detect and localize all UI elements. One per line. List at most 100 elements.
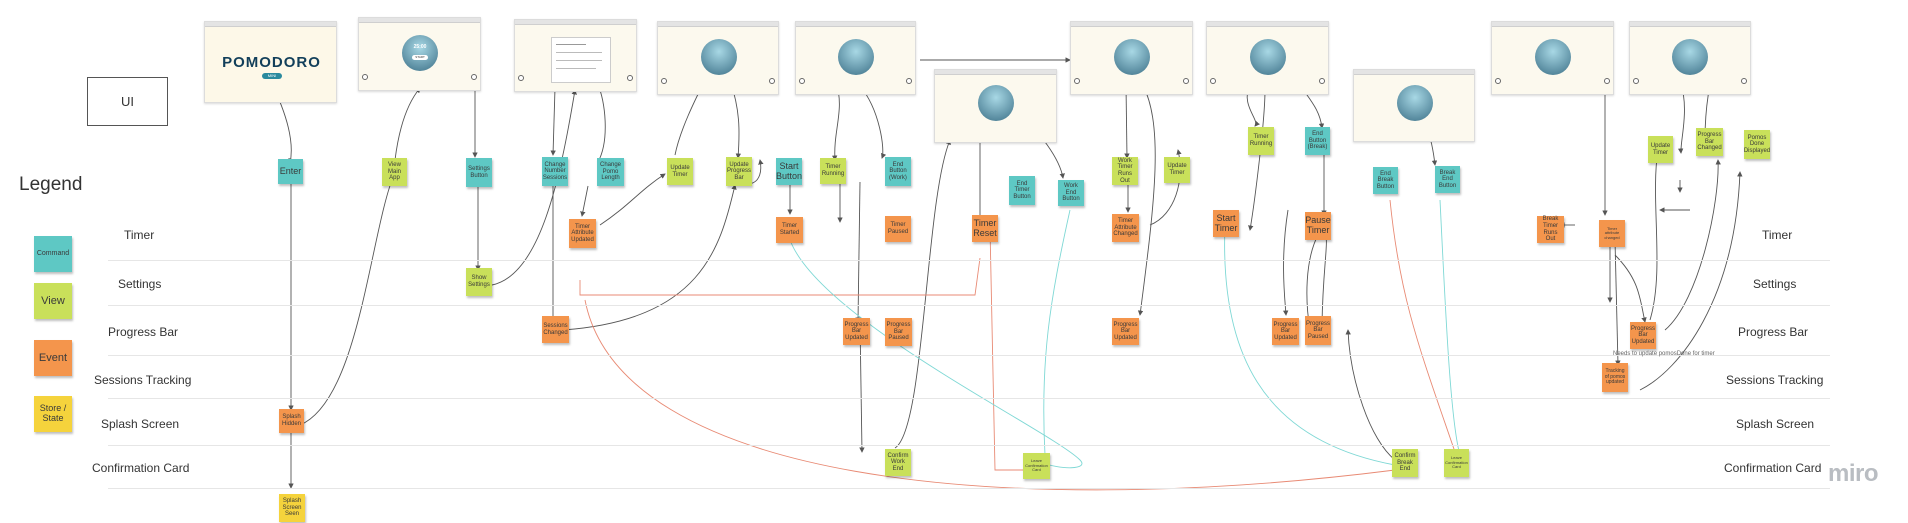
screen-timer-running <box>795 21 916 95</box>
info-icon <box>471 74 477 80</box>
sticky-start-button: Start Button <box>776 158 802 185</box>
sticky-show-settings: Show Settings <box>466 268 492 296</box>
sticky-progress-bar-updated-2: Progress Bar Updated <box>1112 318 1139 345</box>
sticky-tracking-pomos-updated: Tracking of pomos updated <box>1602 363 1628 392</box>
timer-circle <box>701 39 737 75</box>
gear-icon <box>1210 78 1216 84</box>
sticky-sessions-changed: Sessions Changed <box>542 316 569 343</box>
info-icon <box>906 78 912 84</box>
sticky-progress-bar-changed: Progress Bar Changed <box>1696 128 1723 156</box>
timer-circle: 25:00 START <box>402 35 438 71</box>
info-icon <box>627 75 633 81</box>
lane-label-right: Settings <box>1753 277 1797 291</box>
screen-work-end <box>1070 21 1193 95</box>
lane-label-left: Splash Screen <box>101 417 180 431</box>
screen-break-confirmation <box>1353 69 1475 142</box>
lane-label-right: Progress Bar <box>1738 325 1809 339</box>
gear-icon <box>1633 78 1639 84</box>
sticky-change-pomo-length: Change Pomo Length <box>597 158 624 186</box>
sticky-timer-paused: Timer Paused <box>885 216 911 242</box>
sticky-work-end-button: Work End Button <box>1058 180 1084 206</box>
timer-circle <box>1672 39 1708 75</box>
info-icon <box>1319 78 1325 84</box>
sticky-work-timer-runs-out: Work Timer Runs Out <box>1112 157 1138 185</box>
lane-label-right: Splash Screen <box>1736 417 1815 431</box>
sticky-pause-timer: Pause Timer <box>1305 212 1331 240</box>
timer-circle <box>1114 39 1150 75</box>
sticky-progress-bar-updated-4: Progress Bar Updated <box>1630 322 1656 349</box>
info-icon <box>1741 78 1747 84</box>
sticky-end-timer-button: End Timer Button <box>1009 176 1035 205</box>
screen-settings <box>514 19 637 92</box>
miro-watermark: miro <box>1828 460 1879 487</box>
screen-splash: POMODORO MINI <box>204 21 337 103</box>
sticky-progress-bar-paused-2: Progress Bar Paused <box>1305 316 1331 345</box>
sticky-update-timer-3: Update Timer <box>1648 136 1673 163</box>
sticky-timer-running-1: Timer Running <box>820 158 846 184</box>
timer-text: 25:00 <box>413 44 427 50</box>
sticky-confirm-break-end: Confirm Break End <box>1392 449 1418 477</box>
screen-timer-idle <box>657 21 779 95</box>
timer-circle <box>1250 39 1286 75</box>
settings-panel <box>551 37 611 83</box>
sticky-progress-bar-updated-1: Progress Bar Updated <box>843 318 870 345</box>
lane-label-left: Progress Bar <box>108 325 179 339</box>
sticky-change-number-sessions: Change Number Sessions <box>542 157 568 186</box>
lane-label-right: Confirmation Card <box>1724 461 1822 475</box>
sticky-leave-confirmation-card: Leave Confirmation Card <box>1023 453 1050 479</box>
sticky-update-progress-bar: Update Progress Bar <box>726 157 752 186</box>
sticky-splash-hidden: Splash Hidden <box>279 409 304 433</box>
lane-divider <box>108 260 1830 261</box>
screen-break-end <box>1629 21 1751 95</box>
ui-label-box: UI <box>87 77 168 126</box>
logo-badge: MINI <box>262 73 282 79</box>
sticky-confirm-work-end: Confirm Work End <box>885 449 911 476</box>
gear-icon <box>1495 78 1501 84</box>
sticky-pomos-done-displayed: Pomos Done Displayed <box>1744 130 1770 159</box>
lane-divider <box>108 445 1830 446</box>
sticky-timer-running-2: Timer Running <box>1248 127 1274 155</box>
sticky-splash-screen-seen: Splash Screen Seen <box>279 494 305 522</box>
sticky-start-timer: Start Timer <box>1213 210 1239 237</box>
lane-label-left: Sessions Tracking <box>94 373 192 387</box>
lane-divider <box>108 398 1830 399</box>
info-icon <box>1183 78 1189 84</box>
sticky-enter: Enter <box>278 159 303 184</box>
start-button-mini[interactable]: START <box>412 55 428 60</box>
sticky-update-timer-1: Update Timer <box>667 158 693 185</box>
sticky-break-end-button: Break End Button <box>1435 166 1460 193</box>
sticky-timer-attribute-updated: Timer Attribute Updated <box>569 219 596 248</box>
gear-icon <box>362 74 368 80</box>
legend-event: Event <box>34 340 72 376</box>
screen-main: 25:00 START <box>358 17 481 91</box>
lane-divider <box>108 355 1830 356</box>
timer-circle <box>978 85 1014 121</box>
gear-icon <box>799 78 805 84</box>
timer-circle <box>838 39 874 75</box>
sticky-settings-button: Settings Button <box>466 158 492 187</box>
screen-break-running <box>1491 21 1614 95</box>
legend-command: Command <box>34 236 72 272</box>
sticky-end-break-button: End Break Button <box>1373 167 1398 194</box>
lane-label-right: Timer <box>1762 228 1793 242</box>
sticky-timer-attribute-changed-2: Timer attribute changed <box>1599 220 1625 247</box>
legend-view: View <box>34 283 72 319</box>
info-icon <box>1604 78 1610 84</box>
lane-label-left: Timer <box>124 228 155 242</box>
lane-divider <box>108 305 1830 306</box>
sticky-progress-bar-updated-3: Progress Bar Updated <box>1272 318 1299 345</box>
screen-confirmation <box>934 69 1057 143</box>
lane-label-left: Confirmation Card <box>92 461 190 475</box>
annotation-text: Needs to update pomosDone for timer <box>1613 351 1715 357</box>
info-icon <box>769 78 775 84</box>
gear-icon <box>661 78 667 84</box>
timer-circle <box>1535 39 1571 75</box>
sticky-view-main-app: View Main App <box>382 158 407 186</box>
timer-circle <box>1397 85 1433 121</box>
sticky-update-timer-2: Update Timer <box>1164 157 1190 183</box>
sticky-break-timer-runs-out: Break Timer Runs Out <box>1537 216 1564 243</box>
sticky-progress-bar-paused-1: Progress Bar Paused <box>885 318 912 346</box>
screen-break-start <box>1206 21 1329 95</box>
legend-title: Legend <box>19 174 83 195</box>
